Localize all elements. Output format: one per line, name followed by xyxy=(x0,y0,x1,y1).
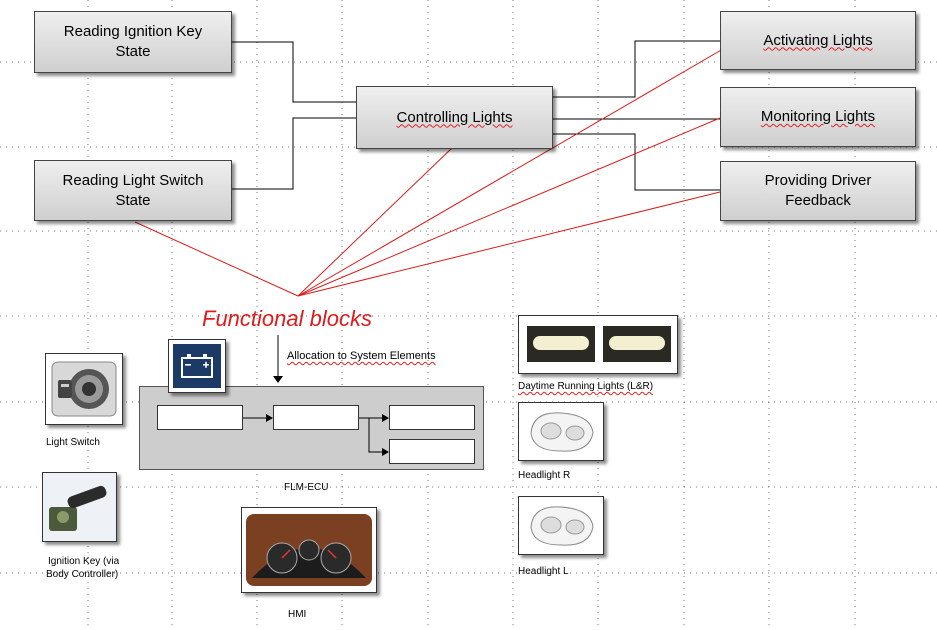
functional-blocks-title: Functional blocks xyxy=(202,306,372,331)
ecu-control-box xyxy=(273,405,359,430)
alloc-line-activating xyxy=(297,41,736,297)
alloc-line-monitoring xyxy=(297,117,721,297)
alloc-line-feedback xyxy=(297,191,721,297)
alloc-line-switch xyxy=(134,221,299,297)
allocation-arrowhead xyxy=(273,376,283,383)
headlight-l-icon xyxy=(530,506,594,546)
headlight-r-frame[interactable] xyxy=(518,402,604,461)
block-controlling-lights-label: Controlling Lights xyxy=(396,108,513,126)
block-reading-light-switch-label: Reading Light Switch State xyxy=(62,171,204,209)
headlight-r-label: Headlight R xyxy=(518,470,571,481)
block-reading-light-switch[interactable]: Reading Light Switch State xyxy=(34,160,232,221)
block-monitoring-lights[interactable]: Monitoring Lights xyxy=(720,87,916,147)
alloc-line-controlling xyxy=(297,147,453,297)
block-reading-ignition-key[interactable]: Reading Ignition Key State xyxy=(34,11,232,73)
hmi-frame[interactable] xyxy=(241,507,377,593)
hmi-cluster-icon xyxy=(246,514,372,586)
headlight-l-frame[interactable] xyxy=(518,496,604,555)
ignition-key-icon xyxy=(43,473,116,541)
ecu-output-box-2 xyxy=(389,439,475,464)
hmi-label: HMI xyxy=(288,609,307,620)
drl-lamp-icon xyxy=(527,326,671,362)
ignition-key-frame[interactable] xyxy=(42,472,117,542)
drl-frame[interactable] xyxy=(518,315,678,374)
block-controlling-lights[interactable]: Controlling Lights xyxy=(356,86,553,149)
connector-switch-to-controlling xyxy=(232,117,356,190)
block-reading-ignition-key-label: Reading Ignition Key State xyxy=(63,23,203,60)
block-activating-lights-label: Activating Lights xyxy=(763,31,873,49)
flm-ecu-label: FLM-ECU xyxy=(284,482,329,493)
block-monitoring-lights-label: Monitoring Lights xyxy=(760,108,876,125)
allocation-label: Allocation to System Elements xyxy=(287,350,436,362)
block-providing-driver-feedback[interactable]: Providing Driver Feedback xyxy=(720,161,916,221)
headlight-l-label: Headlight L xyxy=(518,566,569,577)
connector-controlling-to-activating xyxy=(553,40,720,98)
block-providing-driver-feedback-label: Providing Driver Feedback xyxy=(764,172,872,209)
drl-label: Daytime Running Lights (L&R) xyxy=(518,381,654,392)
ignition-key-label-line2: Body Controller) xyxy=(46,569,119,580)
headlight-r-icon xyxy=(530,412,594,452)
light-switch-frame[interactable] xyxy=(45,353,123,425)
ecu-icon xyxy=(173,344,221,388)
ecu-input-box xyxy=(157,405,243,430)
light-switch-label: Light Switch xyxy=(46,437,100,448)
connector-controlling-to-feedback xyxy=(553,133,720,191)
ecu-icon-frame[interactable] xyxy=(168,339,226,393)
ecu-output-box-1 xyxy=(389,405,475,430)
light-switch-icon xyxy=(51,361,117,417)
connector-ignition-to-controlling xyxy=(232,41,356,103)
ignition-key-label-line1: Ignition Key (via xyxy=(48,556,120,567)
block-activating-lights[interactable]: Activating Lights xyxy=(720,11,916,70)
